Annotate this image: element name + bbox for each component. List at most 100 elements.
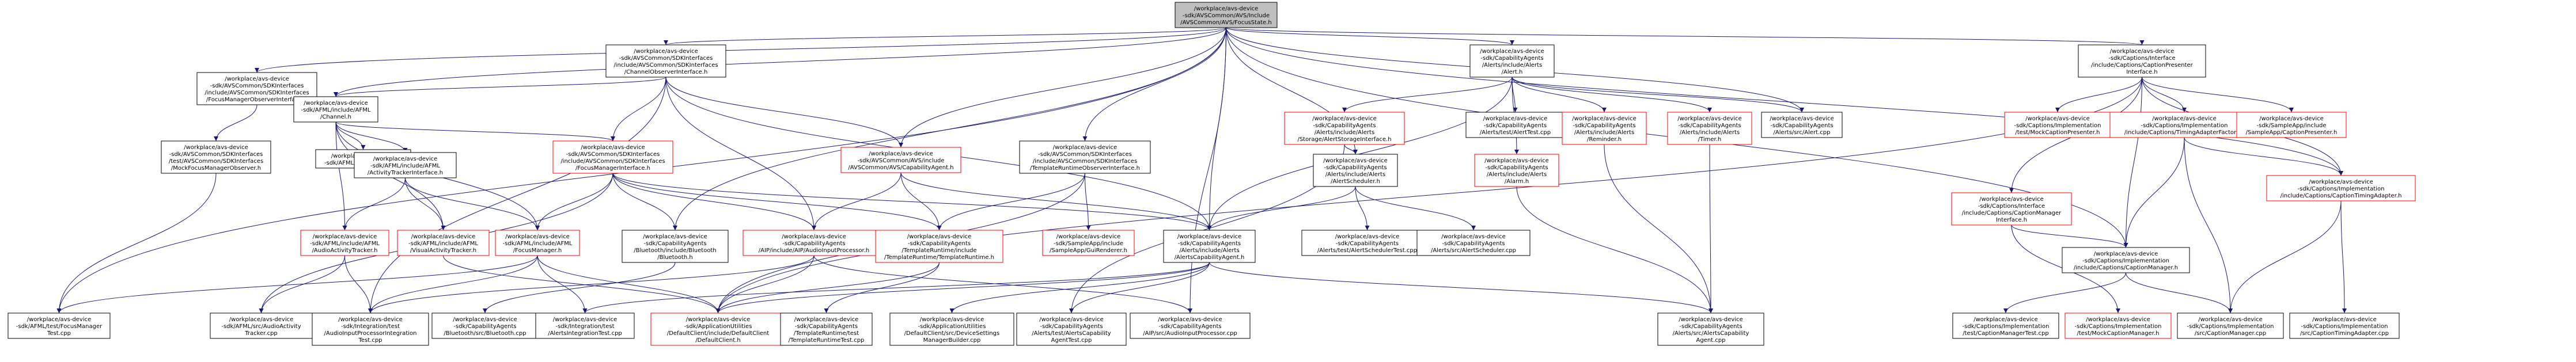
- node-ctacpp[interactable]: /workplace/avs-device-sdk/Captions/Imple…: [2289, 313, 2400, 339]
- node-btinc[interactable]: /workplace/avs-device-sdk/CapabilityAgen…: [622, 230, 729, 263]
- node-label-line: /workplace/avs-device: [1484, 158, 1549, 164]
- node-intaip[interactable]: /workplace/avs-device-sdk/Integration/te…: [312, 313, 429, 346]
- node-box: [1416, 230, 1531, 256]
- node-sacp[interactable]: /workplace/avs-device-sdk/SampleApp/incl…: [2236, 112, 2347, 138]
- node-box: [1657, 313, 1764, 346]
- node-label-line: /Bluetooth.h: [657, 254, 692, 261]
- node-label-line: /Alerts/src/AlertScheduler.cpp: [1431, 247, 1516, 254]
- node-timer[interactable]: /workplace/avs-device-sdk/CapabilityAgen…: [1667, 112, 1752, 145]
- node-focusmgr[interactable]: /workplace/avs-device-sdk/AFML/include/A…: [495, 230, 580, 256]
- node-guirend[interactable]: /workplace/avs-device-sdk/SampleApp/incl…: [1042, 230, 1135, 256]
- node-label-line: -sdk/AFML/test/FocusManager: [16, 323, 103, 330]
- node-reminder[interactable]: /workplace/avs-device-sdk/CapabilityAgen…: [1562, 112, 1647, 145]
- edge-chobs-to-aip: [665, 77, 816, 231]
- edge-acttrack-to-visualact: [405, 177, 446, 231]
- node-alertsched[interactable]: /workplace/avs-device-sdk/CapabilityAgen…: [1313, 154, 1398, 187]
- node-label-line: -sdk/CapabilityAgents: [1313, 123, 1376, 129]
- node-alertstorage[interactable]: /workplace/avs-device-sdk/CapabilityAgen…: [1284, 112, 1405, 145]
- node-mockfmobs[interactable]: /workplace/avs-device-sdk/AVSCommon/SDKI…: [161, 140, 271, 174]
- node-label-line: /include/Captions/CaptionManager: [1962, 210, 2062, 216]
- node-label-line: AgentTest.cpp: [1051, 337, 1092, 344]
- node-alerttest[interactable]: /workplace/avs-device-sdk/CapabilityAgen…: [1465, 112, 1565, 138]
- node-cmh[interactable]: /workplace/avs-device-sdk/Captions/Imple…: [2062, 247, 2190, 273]
- node-label-line: /Alerts/include/Alerts: [1680, 129, 1740, 136]
- node-cmcpp[interactable]: /workplace/avs-device-sdk/Captions/Imple…: [2177, 313, 2284, 339]
- node-mockcp[interactable]: /workplace/avs-device-sdk/Captions/Imple…: [2004, 112, 2111, 138]
- edge-trt-to-trttest: [824, 262, 940, 314]
- node-box: [7, 313, 111, 339]
- node-acttrack[interactable]: /workplace/avs-device-sdk/AFML/include/A…: [354, 152, 457, 178]
- node-label-line: -sdk/Captions/Implementation: [2187, 323, 2274, 330]
- node-label-line: /workplace/avs-device: [1056, 234, 1121, 240]
- node-fmobs[interactable]: /workplace/avs-device-sdk/AVSCommon/SDKI…: [196, 72, 317, 105]
- node-label-line: -sdk/CapabilityAgents: [453, 323, 516, 330]
- edge-fmi-to-focusmgr: [535, 173, 613, 231]
- node-aipcpp[interactable]: /workplace/avs-device-sdk/CapabilityAgen…: [1130, 313, 1251, 339]
- node-box: [2109, 112, 2259, 138]
- node-acacpp[interactable]: /workplace/avs-device-sdk/CapabilityAgen…: [1657, 313, 1764, 346]
- node-chobs[interactable]: /workplace/avs-device-sdk/AVSCommon/SDKI…: [605, 44, 726, 78]
- node-label-line: -sdk/CapabilityAgents: [1158, 323, 1221, 330]
- node-label-line: -sdk/Captions/Interface: [2108, 55, 2175, 62]
- edge-ctaf-to-cmh: [2123, 137, 2185, 248]
- node-label-line: /workplace/avs-device: [2110, 48, 2175, 55]
- node-box: [495, 230, 580, 256]
- node-channel[interactable]: /workplace/avs-device-sdk/AFML/include/A…: [293, 96, 378, 123]
- node-box: [2236, 112, 2347, 138]
- node-alertsint[interactable]: /workplace/avs-device-sdk/Integration/te…: [535, 313, 635, 339]
- node-label-line: /test/MockCaptionPresenter.h: [2016, 129, 2100, 136]
- node-fmi[interactable]: /workplace/avs-device-sdk/AVSCommon/SDKI…: [552, 140, 673, 174]
- node-aip[interactable]: /workplace/avs-device-sdk/CapabilityAgen…: [743, 230, 885, 256]
- node-alertsca[interactable]: /workplace/avs-device-sdk/CapabilityAgen…: [1163, 230, 1256, 263]
- node-mockcm[interactable]: /workplace/avs-device-sdk/Captions/Imple…: [2064, 313, 2172, 339]
- file-nodes: /workplace/avs-device-sdk/AVSCommon/AVS/…: [7, 2, 2416, 346]
- node-dcsm[interactable]: /workplace/avs-device-sdk/ApplicationUti…: [889, 313, 1014, 346]
- node-label-line: -sdk/CapabilityAgents: [908, 241, 971, 247]
- node-label-line: /include/Captions/CaptionManager.h: [2074, 265, 2178, 271]
- node-label-line: /ChannelObserverInterface.h: [624, 69, 708, 75]
- node-cmi[interactable]: /workplace/avs-device-sdk/Captions/Inter…: [1951, 192, 2072, 226]
- node-fmtest[interactable]: /workplace/avs-device-sdk/AFML/test/Focu…: [7, 313, 111, 339]
- node-label-line: /Alarm.h: [1505, 178, 1529, 185]
- node-box: [840, 147, 961, 173]
- node-aatcpp[interactable]: /workplace/avs-device-sdk/AFML/src/Audio…: [210, 313, 313, 339]
- edge-ccpi-to-ctaf: [2142, 77, 2187, 113]
- node-alertcpp[interactable]: /workplace/avs-device-sdk/CapabilityAgen…: [1761, 112, 1843, 138]
- node-root: /workplace/avs-device-sdk/AVSCommon/AVS/…: [1175, 2, 1278, 28]
- edge-alertsca-to-acacpp: [1209, 262, 1713, 314]
- node-trt[interactable]: /workplace/avs-device-sdk/CapabilityAgen…: [875, 230, 1003, 263]
- node-label-line: /DefaultClient/include/DefaultClient: [667, 330, 769, 337]
- node-visualact[interactable]: /workplace/avs-device-sdk/AFML/include/A…: [397, 230, 490, 256]
- node-label-line: /Alerts/test/AlertsCapability: [1032, 330, 1111, 337]
- node-box: [1163, 230, 1256, 263]
- node-label-line: -sdk/CapabilityAgents: [1485, 165, 1548, 171]
- node-label-line: /SampleApp/CaptionPresenter.h: [2246, 129, 2338, 136]
- node-acatest[interactable]: /workplace/avs-device-sdk/CapabilityAgen…: [1016, 313, 1127, 346]
- node-label-line: /workplace/avs-device: [1979, 196, 2044, 203]
- node-ccpi[interactable]: /workplace/avs-device-sdk/Captions/Inter…: [2078, 44, 2206, 78]
- node-box: [1284, 112, 1405, 145]
- node-label-line: /workplace/avs-device: [27, 317, 92, 323]
- node-alert[interactable]: /workplace/avs-device-sdk/CapabilityAgen…: [1469, 44, 1555, 78]
- node-ctaf[interactable]: /workplace/avs-device-sdk/Captions/Imple…: [2109, 112, 2259, 138]
- node-audioact[interactable]: /workplace/avs-device-sdk/AFML/include/A…: [300, 230, 389, 256]
- node-alertschedcpp[interactable]: /workplace/avs-device-sdk/CapabilityAgen…: [1416, 230, 1531, 256]
- node-label-line: /Bluetooth/src/Bluetooth.cpp: [444, 330, 526, 337]
- node-tro[interactable]: /workplace/avs-device-sdk/AVSCommon/SDKI…: [1019, 140, 1151, 174]
- edge-root-to-cta: [1226, 27, 2343, 176]
- node-btcpp[interactable]: /workplace/avs-device-sdk/CapabilityAgen…: [431, 313, 539, 339]
- node-label-line: /AlertsCapabilityAgent.h: [1175, 254, 1245, 261]
- node-box: [605, 44, 726, 78]
- node-label-line: /test/CaptionManagerTest.cpp: [1963, 330, 2048, 337]
- node-label-line: -sdk/CapabilityAgents: [1573, 123, 1635, 129]
- node-cmtest[interactable]: /workplace/avs-device-sdk/Captions/Imple…: [1952, 313, 2059, 339]
- node-cta[interactable]: /workplace/avs-device-sdk/Captions/Imple…: [2266, 175, 2416, 201]
- node-alarm[interactable]: /workplace/avs-device-sdk/CapabilityAgen…: [1474, 154, 1559, 187]
- node-trttest[interactable]: /workplace/avs-device-sdk/CapabilityAgen…: [780, 313, 873, 346]
- edge-capagent-to-aip: [812, 172, 901, 231]
- node-alertschedtest[interactable]: /workplace/avs-device-sdk/CapabilityAgen…: [1301, 230, 1433, 256]
- node-capagent[interactable]: /workplace/avs-device-sdk/AVSCommon/AVS/…: [840, 147, 961, 173]
- node-defclient[interactable]: /workplace/avs-device-sdk/ApplicationUti…: [650, 313, 786, 346]
- edge-ccpi-to-defclient: [715, 77, 2142, 314]
- node-label-line: -sdk/AVSCommon/SDKInterfaces: [210, 83, 304, 89]
